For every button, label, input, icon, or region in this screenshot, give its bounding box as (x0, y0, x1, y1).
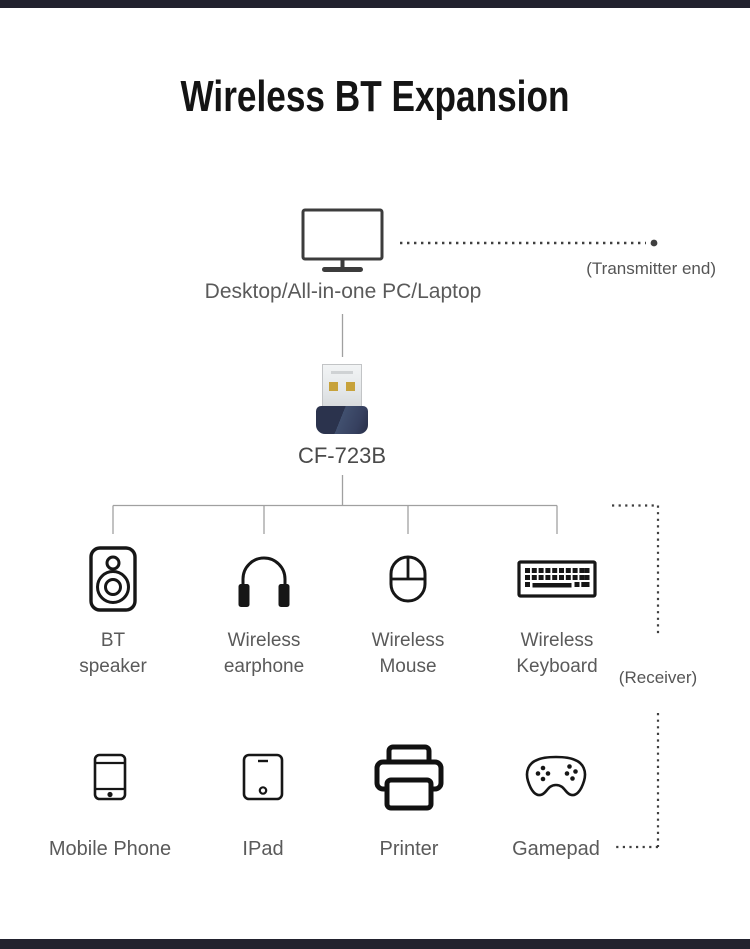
headphones-icon (238, 556, 290, 607)
desktop-pc-label: Desktop/All-in-one PC/Laptop (204, 280, 482, 303)
device-label: Printer (379, 838, 439, 860)
mouse-icon (389, 555, 427, 603)
device-printer: Printer (334, 742, 484, 862)
usb-adapter-image (316, 364, 368, 434)
device-label: Wireless earphone (223, 630, 305, 677)
transmitter-end-label: (Transmitter end) (586, 259, 716, 278)
printer-icon (374, 744, 444, 811)
usb-metal-connector (322, 364, 362, 407)
device-label: Wireless Keyboard (516, 630, 598, 677)
device-wireless-earphone: Wireless earphone (189, 544, 339, 680)
device-gamepad: Gamepad (481, 742, 631, 862)
keyboard-icon (517, 560, 597, 598)
device-label: Mobile Phone (48, 838, 172, 860)
gamepad-icon (525, 755, 587, 797)
page-title: Wireless BT Expansion (180, 72, 570, 121)
top-accent-bar (0, 0, 750, 8)
device-mobile-phone: Mobile Phone (35, 742, 185, 862)
usb-contact-pad (329, 382, 338, 391)
speaker-icon (89, 546, 137, 612)
device-label: Wireless Mouse (371, 630, 445, 677)
usb-adapter-body (316, 406, 368, 434)
device-label: BT speaker (79, 630, 147, 677)
device-label: Gamepad (512, 838, 600, 860)
device-wireless-keyboard: Wireless Keyboard (482, 544, 632, 680)
smartphone-icon (93, 753, 127, 801)
tablet-icon (242, 753, 284, 801)
dotted-line-end-dot (650, 239, 658, 247)
device-label: IPad (242, 838, 284, 860)
receiver-end-label: (Receiver) (618, 668, 698, 687)
monitor-icon (301, 208, 384, 272)
device-wireless-mouse: Wireless Mouse (333, 544, 483, 680)
usb-contact-pad (346, 382, 355, 391)
adapter-model-label: CF-723B (297, 443, 387, 468)
device-ipad: IPad (188, 742, 338, 862)
bottom-accent-bar (0, 939, 750, 949)
device-bt-speaker: BT speaker (38, 544, 188, 680)
